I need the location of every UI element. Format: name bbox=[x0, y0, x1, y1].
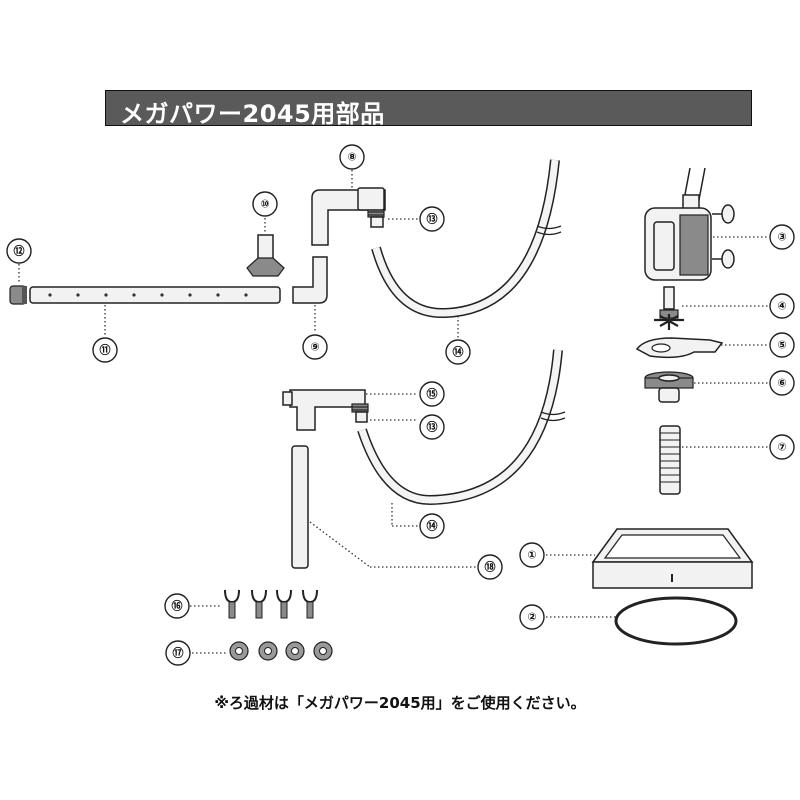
callout-label: ⑱ bbox=[485, 560, 496, 574]
callout-5: ⑤ bbox=[769, 332, 795, 358]
callout-11: ⑪ bbox=[92, 337, 118, 363]
hose-upper-part bbox=[371, 159, 562, 319]
clip-parts bbox=[224, 589, 318, 619]
callout-label: ⑰ bbox=[173, 646, 184, 660]
callout-8: ⑧ bbox=[339, 144, 365, 170]
hose-lower-part bbox=[357, 349, 566, 506]
callout-label: ⑭ bbox=[427, 519, 438, 533]
callout-17: ⑰ bbox=[165, 640, 191, 666]
pump-motor-part bbox=[644, 167, 735, 281]
callout-16: ⑯ bbox=[164, 593, 190, 619]
callout-13-upper: ⑬ bbox=[419, 206, 445, 232]
callout-10: ⑩ bbox=[252, 191, 278, 217]
callout-6: ⑥ bbox=[769, 370, 795, 396]
o-ring-part bbox=[614, 596, 738, 646]
callout-label: ⑯ bbox=[172, 599, 183, 613]
callout-7: ⑦ bbox=[769, 434, 795, 460]
impeller-cover-part bbox=[635, 337, 724, 359]
callout-1: ① bbox=[519, 542, 545, 568]
callout-2: ② bbox=[519, 604, 545, 630]
washer-parts bbox=[229, 641, 333, 661]
callout-label: ⑭ bbox=[453, 345, 464, 359]
callout-label: ⑨ bbox=[310, 341, 319, 354]
callout-9: ⑨ bbox=[302, 334, 328, 360]
callout-4: ④ bbox=[769, 293, 795, 319]
outlet-elbow-part bbox=[311, 187, 386, 246]
callout-3: ③ bbox=[769, 224, 795, 250]
bar-holder-part bbox=[246, 234, 285, 277]
callout-label: ③ bbox=[777, 231, 786, 244]
callout-label: ⑫ bbox=[14, 244, 25, 258]
callout-label: ⑬ bbox=[427, 420, 438, 434]
callout-label: ① bbox=[527, 549, 536, 562]
title-banner: メガパワー2045用部品 bbox=[105, 90, 752, 128]
intake-pipe-part bbox=[291, 445, 309, 569]
rubber-base-part bbox=[644, 371, 694, 403]
callout-13-lower: ⑬ bbox=[419, 414, 445, 440]
callout-14-lower: ⑭ bbox=[419, 513, 445, 539]
spray-bar-part bbox=[29, 286, 281, 304]
page-title: メガパワー2045用部品 bbox=[120, 100, 385, 128]
callout-label: ⑤ bbox=[777, 339, 786, 352]
callout-label: ② bbox=[527, 611, 536, 624]
callout-label: ⑮ bbox=[427, 387, 438, 401]
callout-label: ⑧ bbox=[347, 151, 356, 164]
callout-label: ⑪ bbox=[100, 343, 111, 357]
callout-12: ⑫ bbox=[6, 238, 32, 264]
intake-elbow-part bbox=[282, 389, 369, 431]
callout-label: ⑥ bbox=[777, 377, 786, 390]
small-elbow-part bbox=[292, 256, 328, 304]
callout-label: ⑩ bbox=[260, 198, 269, 211]
callout-label: ④ bbox=[777, 300, 786, 313]
footer-note: ※ろ過材は「メガパワー2045用」をご使用ください。 bbox=[214, 694, 586, 712]
callout-18: ⑱ bbox=[477, 554, 503, 580]
callout-label: ⑦ bbox=[777, 441, 786, 454]
impeller-part bbox=[654, 286, 684, 330]
intake-tube-part bbox=[659, 425, 681, 495]
callout-15: ⑮ bbox=[419, 381, 445, 407]
callout-14-upper: ⑭ bbox=[445, 339, 471, 365]
callout-label: ⑬ bbox=[427, 212, 438, 226]
filter-tray-part bbox=[591, 528, 754, 589]
end-cap-part bbox=[9, 285, 27, 305]
